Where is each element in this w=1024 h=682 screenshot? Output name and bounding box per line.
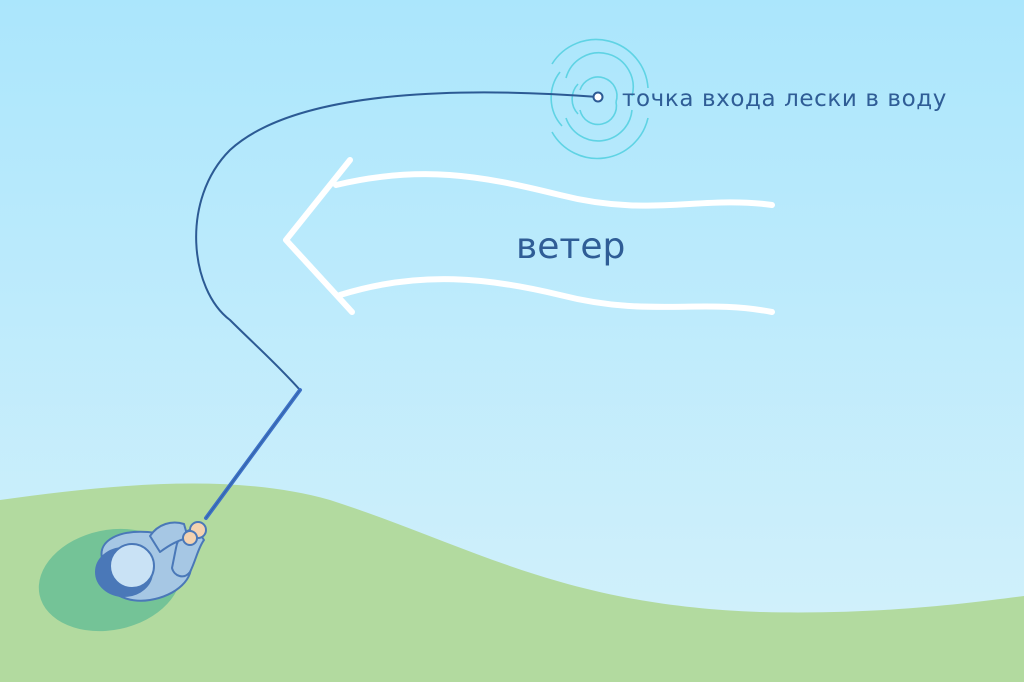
grass-shore xyxy=(0,483,1024,682)
fishing-rod xyxy=(204,388,302,520)
entry-point-label: точка входа лески в воду xyxy=(622,86,947,112)
entry-point-marker xyxy=(592,91,604,103)
ripple-icon xyxy=(550,38,649,160)
fishing-line xyxy=(195,91,599,391)
wind-arrow-icon xyxy=(283,157,775,315)
fisherman-figure xyxy=(95,521,207,602)
wind-label: ветер xyxy=(516,226,626,267)
